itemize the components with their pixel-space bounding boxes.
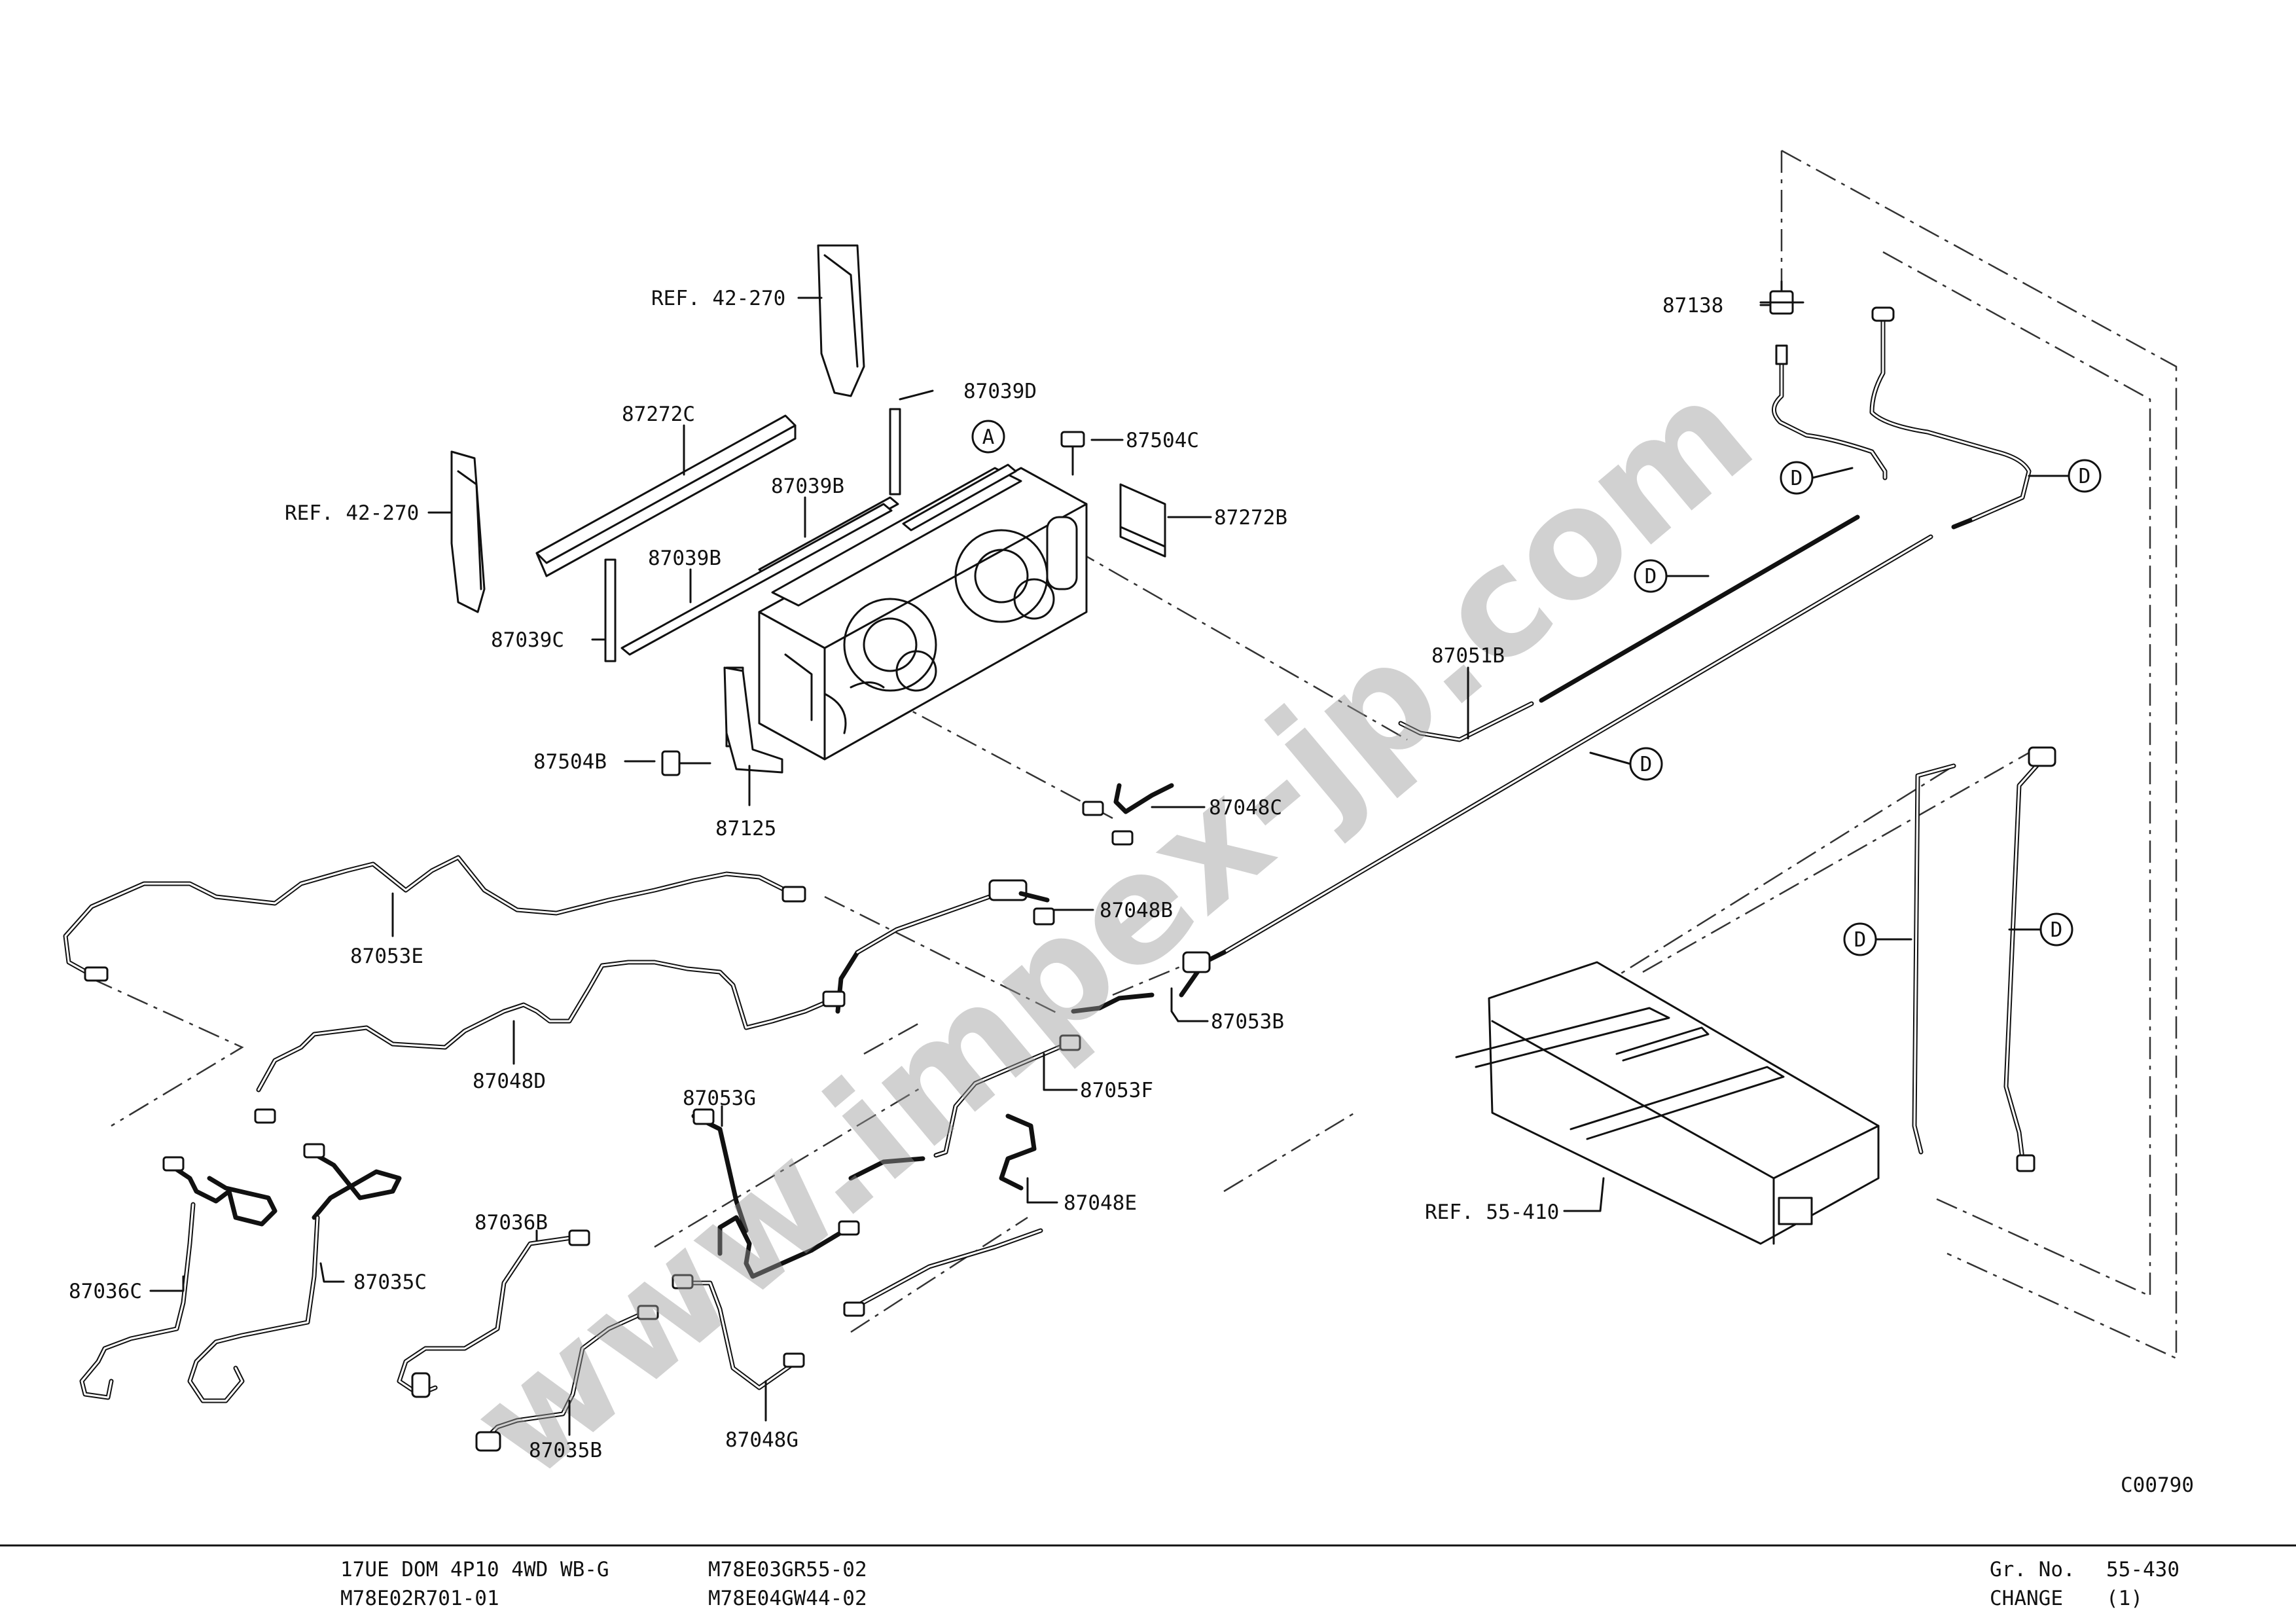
callout-87053g: 87053G <box>683 1087 756 1110</box>
marker-d-label: D <box>1645 565 1657 588</box>
callout-87036b: 87036B <box>475 1211 548 1235</box>
marker-d-2: D <box>2028 459 2102 493</box>
footer-gr-no-value: 55-430 <box>2106 1558 2179 1581</box>
callout-87048c: 87048C <box>1209 796 1282 820</box>
footer-change-value: (1) <box>2106 1587 2143 1610</box>
callout-87272c: 87272C <box>622 403 695 426</box>
marker-d-label: D <box>1640 753 1653 776</box>
callout-87053b: 87053B <box>1211 1010 1284 1034</box>
callout-87039c: 87039C <box>491 628 564 652</box>
callout-87048e: 87048E <box>1064 1191 1137 1215</box>
marker-d-label: D <box>2051 918 2063 942</box>
bracket-87125 <box>723 666 783 774</box>
ref-55-410-tank <box>1455 961 1880 1245</box>
bracket-87272b <box>1119 483 1166 558</box>
marker-d-label: D <box>1791 467 1803 490</box>
marker-d-6: D <box>2008 912 2073 947</box>
footer-model-line1: 17UE DOM 4P10 4WD WB-G <box>340 1558 609 1581</box>
footer-change-label: CHANGE <box>1990 1587 2063 1610</box>
callout-87504b: 87504B <box>533 750 607 774</box>
marker-d-label: D <box>1854 928 1867 952</box>
drawing-code: C00790 <box>2121 1473 2194 1497</box>
marker-d-label: D <box>2079 465 2091 488</box>
callout-labels: REF. 42-270 87272C 87039D 87504C 87272B … <box>69 287 1723 1462</box>
callout-87039b-a: 87039B <box>771 475 844 498</box>
callout-87053f: 87053F <box>1080 1079 1153 1102</box>
footer-model-line2: M78E02R701-01 <box>340 1587 499 1610</box>
callout-87048d: 87048D <box>473 1070 546 1093</box>
callout-87272b: 87272B <box>1214 506 1287 530</box>
ref-42-270-duct-top <box>817 244 865 397</box>
marker-d-5: D <box>1843 922 1912 956</box>
footer: 17UE DOM 4P10 4WD WB-G M78E02R701-01 M78… <box>340 1558 2179 1610</box>
watermark: www.impex-jp.com <box>440 346 1784 1513</box>
callout-87051b: 87051B <box>1431 644 1505 668</box>
callout-87138: 87138 <box>1662 294 1723 317</box>
callout-87039d: 87039D <box>963 380 1037 403</box>
callout-ref-42-270-left: REF. 42-270 <box>285 501 419 525</box>
reference-lines <box>91 149 2178 1360</box>
callout-87039b-b: 87039B <box>648 547 721 570</box>
marker-d-1: D <box>1780 461 1854 495</box>
marker-a-label: A <box>982 425 995 449</box>
pipes-right <box>1179 306 2056 1172</box>
footer-gr-no-label: Gr. No. <box>1990 1558 2075 1581</box>
callout-87035b: 87035B <box>529 1439 602 1462</box>
footer-code-line2: M78E04GW44-02 <box>708 1587 867 1610</box>
callout-87048g: 87048G <box>725 1428 798 1452</box>
ref-42-270-duct-left <box>450 450 486 613</box>
valve-87138 <box>1759 280 1804 315</box>
pipes-left <box>63 783 1174 1452</box>
callout-ref-55-410: REF. 55-410 <box>1425 1200 1559 1224</box>
callout-87048b: 87048B <box>1100 899 1173 922</box>
leader-lines <box>149 297 1772 1436</box>
bolt-87504b <box>661 750 711 776</box>
callout-87053e: 87053E <box>350 945 423 968</box>
marker-d-3: D <box>1634 559 1710 593</box>
footer-code-line1: M78E03GR55-02 <box>708 1558 867 1581</box>
callout-87125: 87125 <box>715 817 776 840</box>
bolt-87504c <box>1060 431 1085 476</box>
callout-87036c: 87036C <box>69 1280 142 1303</box>
callout-ref-42-270-top: REF. 42-270 <box>651 287 785 310</box>
marker-d-4: D <box>1589 747 1663 781</box>
callout-87035c: 87035C <box>353 1271 427 1294</box>
marker-a: A <box>971 420 1005 454</box>
callout-87504c: 87504C <box>1126 429 1199 452</box>
